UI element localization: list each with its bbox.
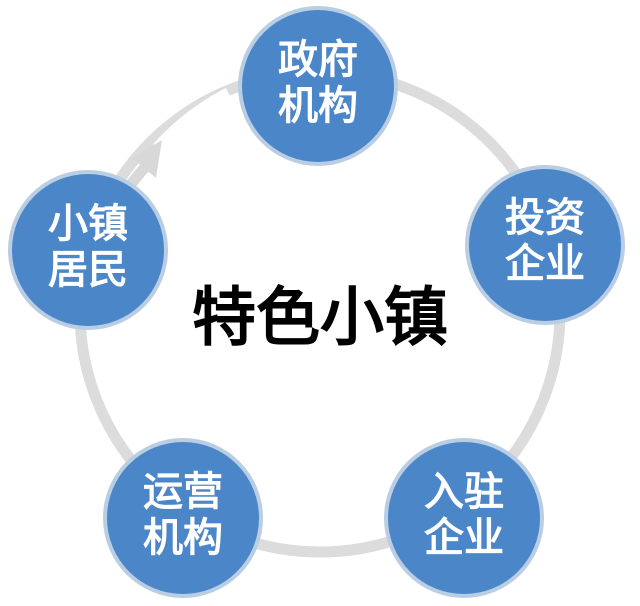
node-label-line1: 政府: [278, 37, 358, 83]
node-resident-enterprise: 入驻 企业: [384, 438, 544, 598]
node-circle: [469, 169, 621, 321]
node-operator: 运营 机构: [103, 438, 263, 598]
node-label-line2: 机构: [278, 83, 358, 129]
node-label-line2: 企业: [505, 241, 585, 287]
node-circle: [12, 174, 164, 326]
node-label-line1: 运营: [143, 469, 223, 515]
node-label-line1: 入驻: [424, 469, 504, 515]
node-label-line1: 投资: [505, 195, 585, 241]
node-label-line2: 居民: [48, 247, 128, 293]
node-circle: [242, 10, 394, 162]
node-townspeople: 小镇 居民: [8, 170, 168, 330]
node-investor: 投资 企业: [465, 165, 625, 325]
node-government: 政府 机构: [238, 6, 398, 166]
node-label-line2: 企业: [424, 515, 504, 561]
cycle-arrowhead: [132, 140, 162, 178]
node-circle: [107, 442, 259, 594]
node-circle: [388, 442, 540, 594]
node-label-line2: 机构: [143, 515, 223, 561]
ring-gap: [153, 87, 235, 157]
center-title: 特色小镇: [192, 282, 448, 356]
node-label-line1: 小镇: [48, 201, 128, 247]
